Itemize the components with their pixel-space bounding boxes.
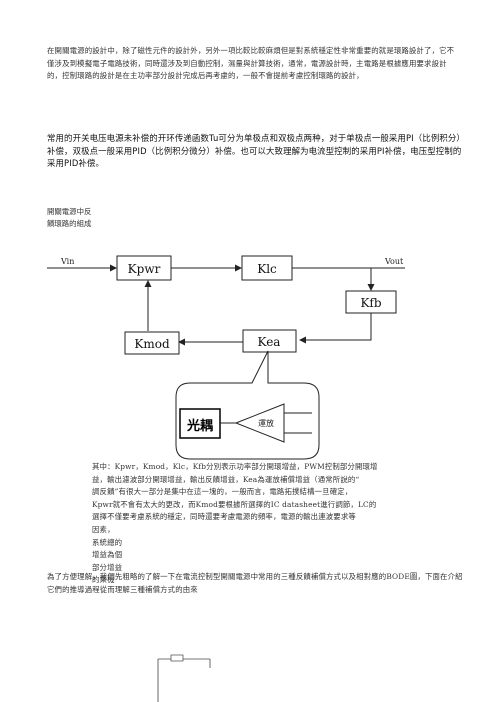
diagram-side-label: 開關電源中反饋環路的組成 (47, 207, 92, 229)
opamp-label: 運放 (258, 418, 274, 428)
circuit-figure-fragment (157, 654, 211, 702)
intro-paragraph: 在開關電源的設計中，除了磁性元件的設計外，另外一項比較比較麻煩但是對系統穩定性非… (47, 46, 455, 81)
optocoupler-block: 光耦 (179, 408, 221, 439)
kfb-to-kea-line (299, 313, 372, 344)
caption-line: 部分增益 (92, 562, 123, 572)
kea-block: Kea (242, 329, 297, 353)
optocoupler-label: 光耦 (186, 418, 213, 434)
kmod-block: Kmod (124, 331, 180, 355)
caption-line: 的乘機 (92, 575, 115, 585)
caption-line: 系統總的 (92, 537, 123, 547)
diagram-caption: 其中：Kpwr，Kmod，Klc，Kfb分別表示功率部分開環增益，PWM控制部分… (92, 461, 466, 587)
kpwr-label: Kpwr (128, 262, 161, 276)
caption-line: 調反饋”有很大一部分是集中在這一塊的，一般而言，電路拓撲結構一旦確定， (92, 487, 353, 497)
caption-line: 因素， (92, 524, 115, 534)
kfb-block: Kfb (345, 290, 397, 314)
kmod-label: Kmod (134, 337, 170, 351)
closing-paragraph: 為了方便理解，我們先粗略的了解一下在電流控制型開關電源中常用的三種反饋補償方式以… (47, 572, 463, 594)
kfb-label: Kfb (360, 296, 381, 310)
caption-line: 益，輸出濾波部分開環增益，輸出反饋增益，Kea為運放補償增益（通常所說的“ (92, 474, 360, 484)
vout-label: Vout (384, 257, 404, 266)
vin-label: Vin (60, 257, 74, 266)
callout-bubble (175, 350, 320, 460)
klc-block: Klc (241, 255, 293, 281)
caption-line: Kpwr就不會有太大的更改，而Kmod要根據所選擇的IC datasheet進行… (92, 499, 377, 509)
caption-line: 增益為個 (92, 550, 123, 560)
kpwr-block: Kpwr (116, 255, 172, 281)
compensation-paragraph: 常用的开关电压电源未补偿的开环传递函数Tu可分为单极点和双极点两种，对于单极点一… (47, 133, 465, 168)
klc-label: Klc (257, 262, 277, 276)
kea-label: Kea (258, 335, 281, 349)
caption-line: 選擇不僅要考慮系統的穩定，同時還要考慮電源的頻率，電源的輸出連波要求等 (92, 512, 356, 522)
caption-line: 其中：Kpwr，Kmod，Klc，Kfb分別表示功率部分開環增益，PWM控制部分… (92, 462, 378, 471)
opamp-symbol: 運放 (220, 403, 312, 443)
